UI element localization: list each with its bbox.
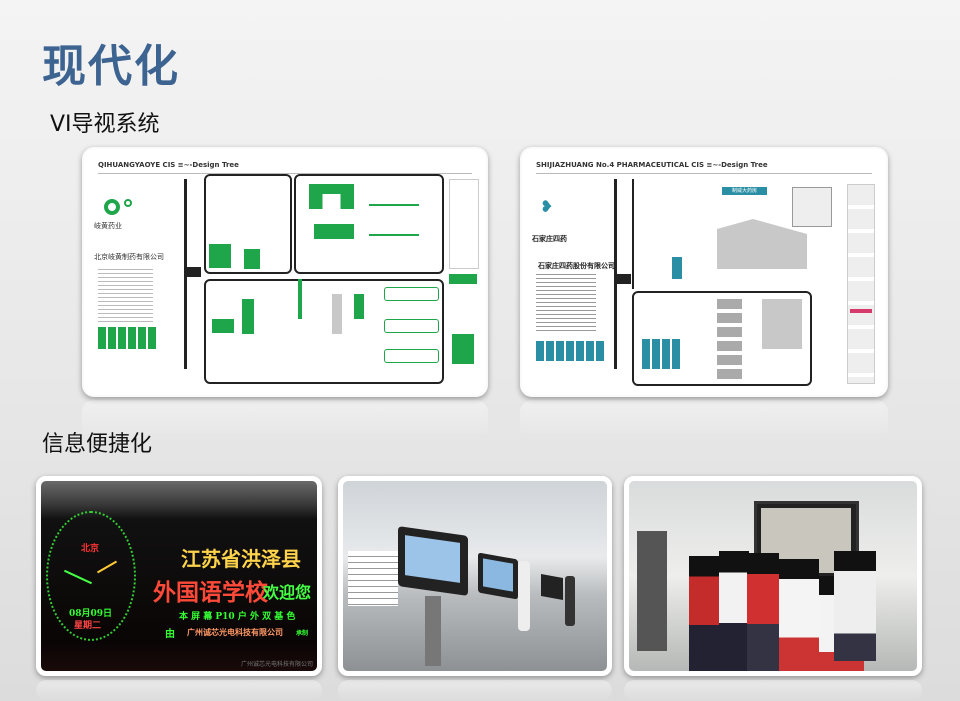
brand-name: 石家庄四药 (532, 235, 567, 243)
logo-icon (104, 199, 120, 215)
watermark: 广州诚芯光电科技有限公司 (241, 661, 314, 668)
photo-students-board (624, 476, 922, 676)
company-name: 北京岐黄制药有限公司 (94, 253, 164, 261)
design-tree-card-shijiazhuang: SHIJIAZHUANG No.4 PHARMACEUTICAL CIS ≡~-… (520, 147, 888, 397)
card-header: SHIJIAZHUANG No.4 PHARMACEUTICAL CIS ≡~-… (536, 161, 768, 169)
company-name: 石家庄四药股份有限公司 (538, 262, 615, 270)
led-weekday: 星期二 (74, 621, 102, 631)
section-heading-info: 信息便捷化 (42, 432, 153, 457)
brand-name: 岐黄药业 (94, 222, 122, 230)
led-line4c: 承制 (296, 630, 309, 637)
led-date: 08月09日 (69, 609, 113, 619)
led-clock-city: 北京 (81, 544, 100, 554)
page-title: 现代化 (42, 41, 180, 92)
photo-touch-kiosks (338, 476, 612, 676)
store-sign: 制威大药房 (722, 187, 767, 195)
section-heading-vi: VI导视系统 (50, 112, 160, 137)
logo-icon: ❥ (540, 197, 554, 216)
led-line4b: 广州诚芯光电科技有限公司 (187, 627, 283, 637)
led-line2a: 外国语学校 (153, 579, 268, 606)
photo-led-display: 北京 08月09日 星期二 江苏省洪泽县 外国语学校 欢迎您 本 屏 幕 P10… (36, 476, 322, 676)
led-line2b: 欢迎您 (263, 583, 312, 602)
card-header: QIHUANGYAOYE CIS ≡~-Design Tree (98, 161, 239, 169)
led-line3: 本 屏 幕 P10 户 外 双 基 色 (179, 612, 296, 622)
design-tree-card-qihuang: QIHUANGYAOYE CIS ≡~-Design Tree 岐黄药业 北京岐… (82, 147, 488, 397)
led-line1: 江苏省洪泽县 (181, 547, 301, 571)
led-line4a: 由 (165, 629, 175, 640)
